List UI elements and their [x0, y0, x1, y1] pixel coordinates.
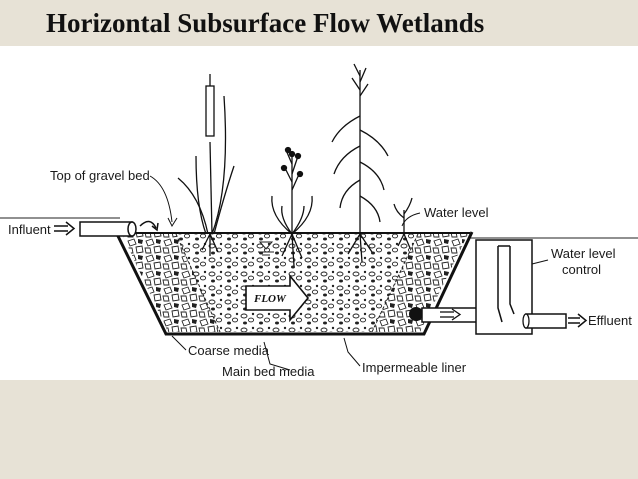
- plant-icon: [271, 146, 313, 267]
- impermeable-liner: [114, 231, 474, 336]
- label-effluent: Effluent: [588, 313, 632, 328]
- label-main-bed-media: Main bed media: [222, 364, 315, 379]
- slide-title: Horizontal Subsurface Flow Wetlands: [46, 8, 485, 38]
- label-water-level-control-1: Water level: [551, 246, 616, 261]
- plant-icon: [331, 63, 389, 263]
- double-arrow-icon: [568, 313, 588, 328]
- coarse-media-right: [372, 234, 468, 332]
- label-impermeable-liner: Impermeable liner: [362, 360, 467, 375]
- label-influent: Influent: [8, 222, 51, 237]
- double-arrow-icon: [54, 221, 76, 236]
- label-water-level-control-2: control: [562, 262, 601, 277]
- label-water-level: Water level: [424, 205, 489, 220]
- plant-icon: [177, 74, 235, 256]
- label-coarse-media: Coarse media: [188, 343, 270, 358]
- influent-pipe: [79, 220, 159, 237]
- wetland-diagram: FLOW: [0, 46, 638, 380]
- label-top-of-gravel-bed: Top of gravel bed: [50, 168, 150, 183]
- coarse-media-left: [122, 234, 220, 332]
- water-level-control-box: [475, 239, 567, 335]
- flow-label: FLOW: [253, 293, 287, 305]
- flow-arrow-icon: FLOW: [245, 273, 310, 323]
